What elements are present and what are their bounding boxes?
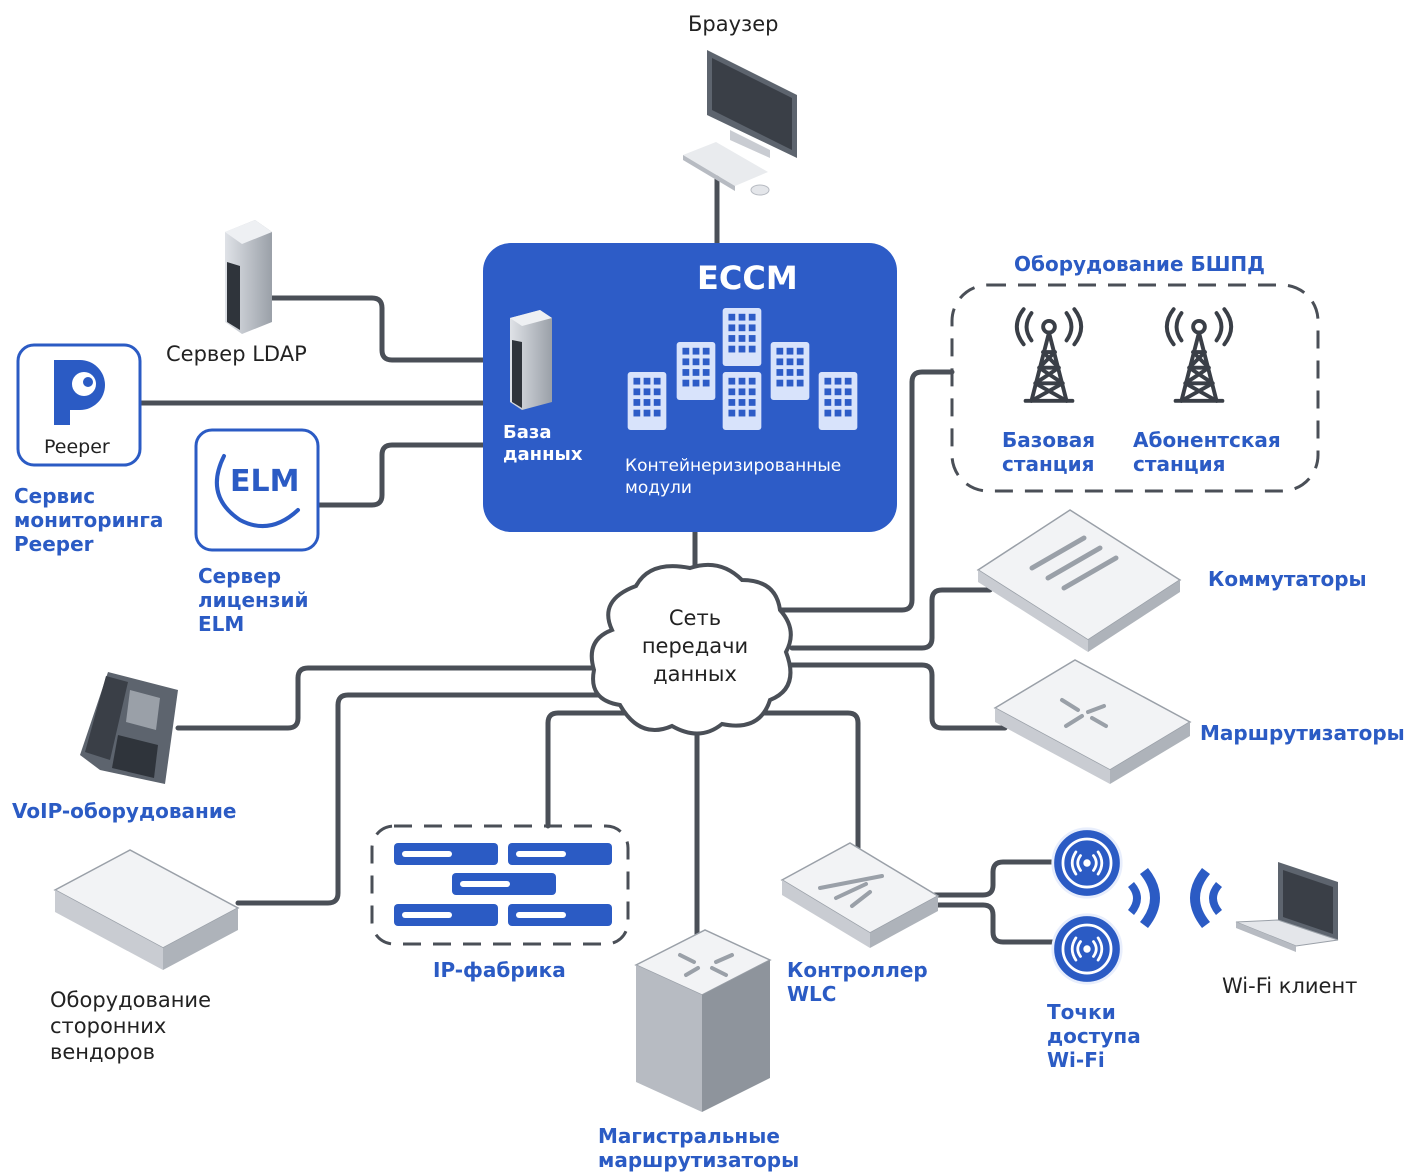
- modules-label-1: Контейнеризированные: [625, 456, 842, 476]
- ap-label-1: Точки: [1047, 1000, 1116, 1024]
- subscriber-station-label-2: станция: [1133, 452, 1226, 476]
- switch-icon: [976, 509, 1182, 652]
- routers-label: Маршрутизаторы: [1200, 721, 1405, 745]
- ap-label-3: Wi-Fi: [1047, 1048, 1105, 1072]
- access-point-2-icon: [1051, 913, 1123, 985]
- ldap-label: Сервер LDAP: [166, 342, 307, 366]
- peeper-logo-text: Peeper: [44, 436, 110, 458]
- peeper-logo-icon: [16, 343, 142, 467]
- cloud-icon: [589, 563, 793, 736]
- database-label-1: База: [503, 422, 552, 443]
- backbone-label-2: маршрутизаторы: [598, 1148, 800, 1172]
- ldap-server-icon: [225, 220, 272, 334]
- base-station-tower-icon: [1017, 309, 1081, 401]
- ipfabric-label: IP-фабрика: [433, 958, 566, 982]
- thirdparty-device-icon: [53, 849, 240, 970]
- elm-label-1: Сервер: [198, 564, 282, 588]
- voip-label: VoIP-оборудование: [12, 799, 237, 823]
- wifi-signal-icon: [1128, 868, 1222, 928]
- peeper-label-1: Сервис: [14, 484, 96, 508]
- thirdparty-label-1: Оборудование: [50, 988, 211, 1012]
- backbone-label-1: Магистральные: [598, 1124, 780, 1148]
- voip-phone-icon: [80, 672, 178, 784]
- ipfabric-group: [370, 824, 630, 946]
- cloud-label-3: данных: [653, 662, 737, 686]
- router-icon: [993, 659, 1192, 784]
- elm-logo-text: ELM: [230, 464, 300, 499]
- peeper-label-3: Peeper: [14, 532, 94, 556]
- backbone-router-icon: [634, 929, 772, 1112]
- wifi-client-label: Wi-Fi клиент: [1222, 974, 1358, 998]
- wlc-controller-icon: [780, 842, 940, 948]
- elm-label-2: лицензий: [198, 588, 309, 612]
- wlc-label-2: WLC: [787, 982, 837, 1006]
- thirdparty-label-3: вендоров: [50, 1040, 155, 1064]
- cloud-label-2: передачи: [641, 634, 749, 658]
- monitor-icon: [683, 50, 797, 196]
- database-label-2: данных: [503, 444, 583, 465]
- connection-lines: [137, 175, 1058, 953]
- bshpd-title: Оборудование БШПД: [1014, 252, 1265, 276]
- modules-label-2: модули: [625, 478, 692, 498]
- laptop-icon: [1235, 862, 1339, 952]
- thirdparty-label-2: сторонних: [50, 1014, 167, 1038]
- eccm-title: ECCM: [697, 259, 798, 297]
- base-station-label-2: станция: [1002, 452, 1095, 476]
- switches-label: Коммутаторы: [1208, 567, 1367, 591]
- elm-logo-icon: [194, 428, 320, 552]
- access-point-1-icon: [1051, 827, 1123, 899]
- base-station-label-1: Базовая: [1002, 428, 1096, 452]
- elm-label-3: ELM: [198, 612, 245, 636]
- subscriber-station-label-1: Абонентская: [1133, 428, 1281, 452]
- subscriber-station-tower-icon: [1167, 309, 1231, 401]
- cloud-label-1: Сеть: [668, 606, 722, 630]
- browser-label: Браузер: [688, 12, 779, 36]
- ap-label-2: доступа: [1047, 1024, 1141, 1048]
- database-server-icon: [510, 310, 552, 410]
- peeper-label-2: мониторинга: [14, 508, 164, 532]
- ipfabric-switches-icon: [394, 843, 612, 926]
- wlc-label-1: Контроллер: [787, 958, 928, 982]
